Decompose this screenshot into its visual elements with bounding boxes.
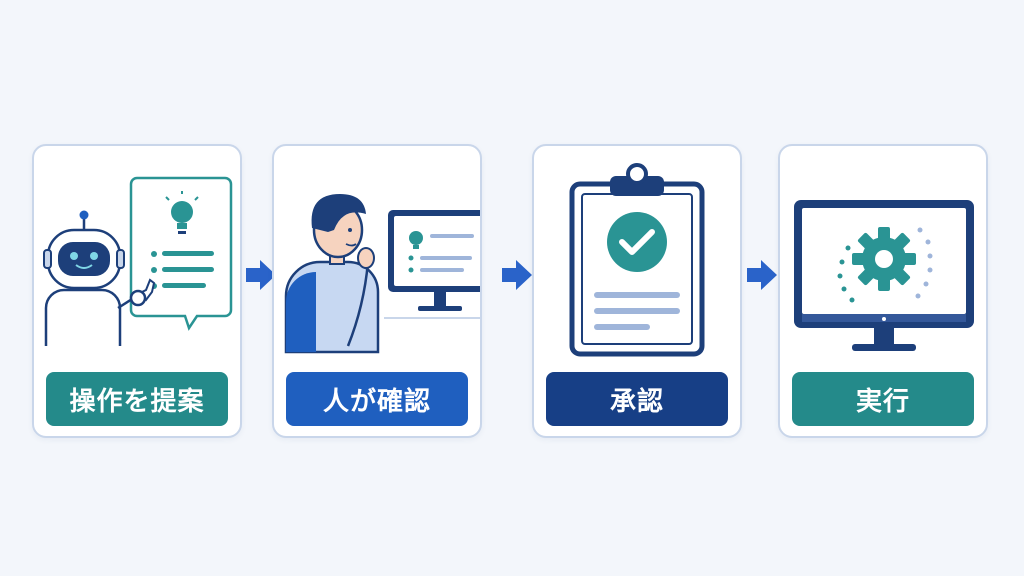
step-card-approve: 承認 [532, 144, 742, 438]
step-label: 人が確認 [286, 372, 468, 426]
step-card-execute: 実行 [778, 144, 988, 438]
arrow-right-icon [244, 258, 278, 292]
step-card-review: 人が確認 [272, 144, 482, 438]
step-label: 操作を提案 [46, 372, 228, 426]
robot-suggest-icon [43, 176, 233, 346]
step-label: 実行 [792, 372, 974, 426]
arrow-right-icon [745, 258, 779, 292]
clipboard-check-icon [569, 163, 705, 357]
person-review-icon [284, 194, 480, 354]
step-label: 承認 [546, 372, 728, 426]
step-card-suggest: 操作を提案 [32, 144, 242, 438]
arrow-right-icon [500, 258, 534, 292]
monitor-gear-icon [794, 200, 974, 351]
